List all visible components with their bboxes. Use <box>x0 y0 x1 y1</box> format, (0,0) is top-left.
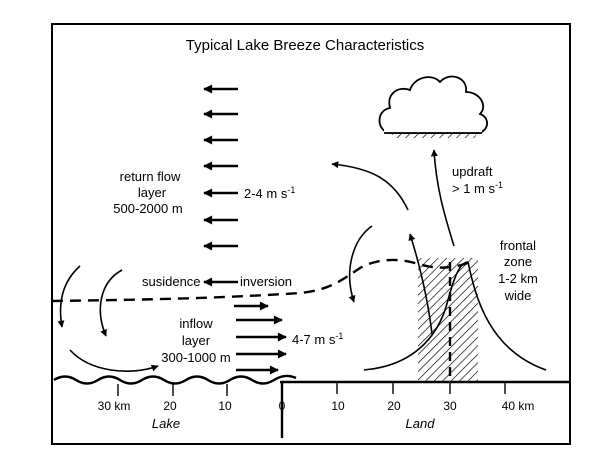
frontal-rising-arrow <box>408 233 433 335</box>
tick-label-lake-10: 10 <box>218 399 232 413</box>
tick-label-land-10: 10 <box>331 399 345 413</box>
inflow-depth: 300-1000 m <box>161 350 230 365</box>
lake-surface <box>53 374 297 385</box>
return-flow-label-layer: layer <box>138 185 167 200</box>
frontal-convergence-curve <box>363 261 469 371</box>
tick-label-land-40: 40 km <box>502 399 535 413</box>
tick-label-land-20: 20 <box>387 399 401 413</box>
return-flow-depth: 500-2000 m <box>113 201 182 216</box>
subsidence-arrow-left <box>57 265 81 328</box>
tick-label-land-30: 30 <box>443 399 457 413</box>
inflow-label-layer: layer <box>182 333 211 348</box>
inversion-label: inversion <box>240 274 292 289</box>
updraft-speed: > 1 m s-1 <box>452 180 503 196</box>
frontal-outer-curve <box>467 261 547 371</box>
return-flow-label: return flow <box>120 169 181 184</box>
updraft-label: updraft <box>452 164 493 179</box>
frontal-zone-label-zone: zone <box>504 254 532 269</box>
tick-label-zero: 0 <box>279 399 286 413</box>
return-flow-arrows <box>203 84 238 287</box>
subsidence-arrow-right <box>99 269 123 337</box>
frontal-zone-label-wide: wide <box>504 288 532 303</box>
frontal-zone-hatch <box>418 258 478 382</box>
updraft-arrow <box>430 149 455 247</box>
return-flow-speed: 2-4 m s-1 <box>244 185 295 201</box>
subsidence-label: susidence <box>142 274 201 289</box>
frontal-zone-width: 1-2 km <box>498 271 538 286</box>
inflow-arrows <box>234 301 287 375</box>
diagram-frame <box>51 23 571 445</box>
land-region-label: Land <box>406 416 436 431</box>
frontal-zone-label: frontal <box>500 238 536 253</box>
descending-arrow <box>348 225 373 303</box>
surface-flow-arrow <box>69 349 159 372</box>
tick-label-lake-20: 20 <box>163 399 177 413</box>
lake-region-label: Lake <box>152 416 180 431</box>
tick-label-lake-30: 30 km <box>98 399 131 413</box>
upper-return-arrow <box>331 161 409 211</box>
inflow-speed: 4-7 m s-1 <box>292 331 343 347</box>
diagram-title: Typical Lake Breeze Characteristics <box>186 37 424 54</box>
cloud-icon <box>378 75 488 138</box>
inflow-label: inflow <box>179 316 213 331</box>
